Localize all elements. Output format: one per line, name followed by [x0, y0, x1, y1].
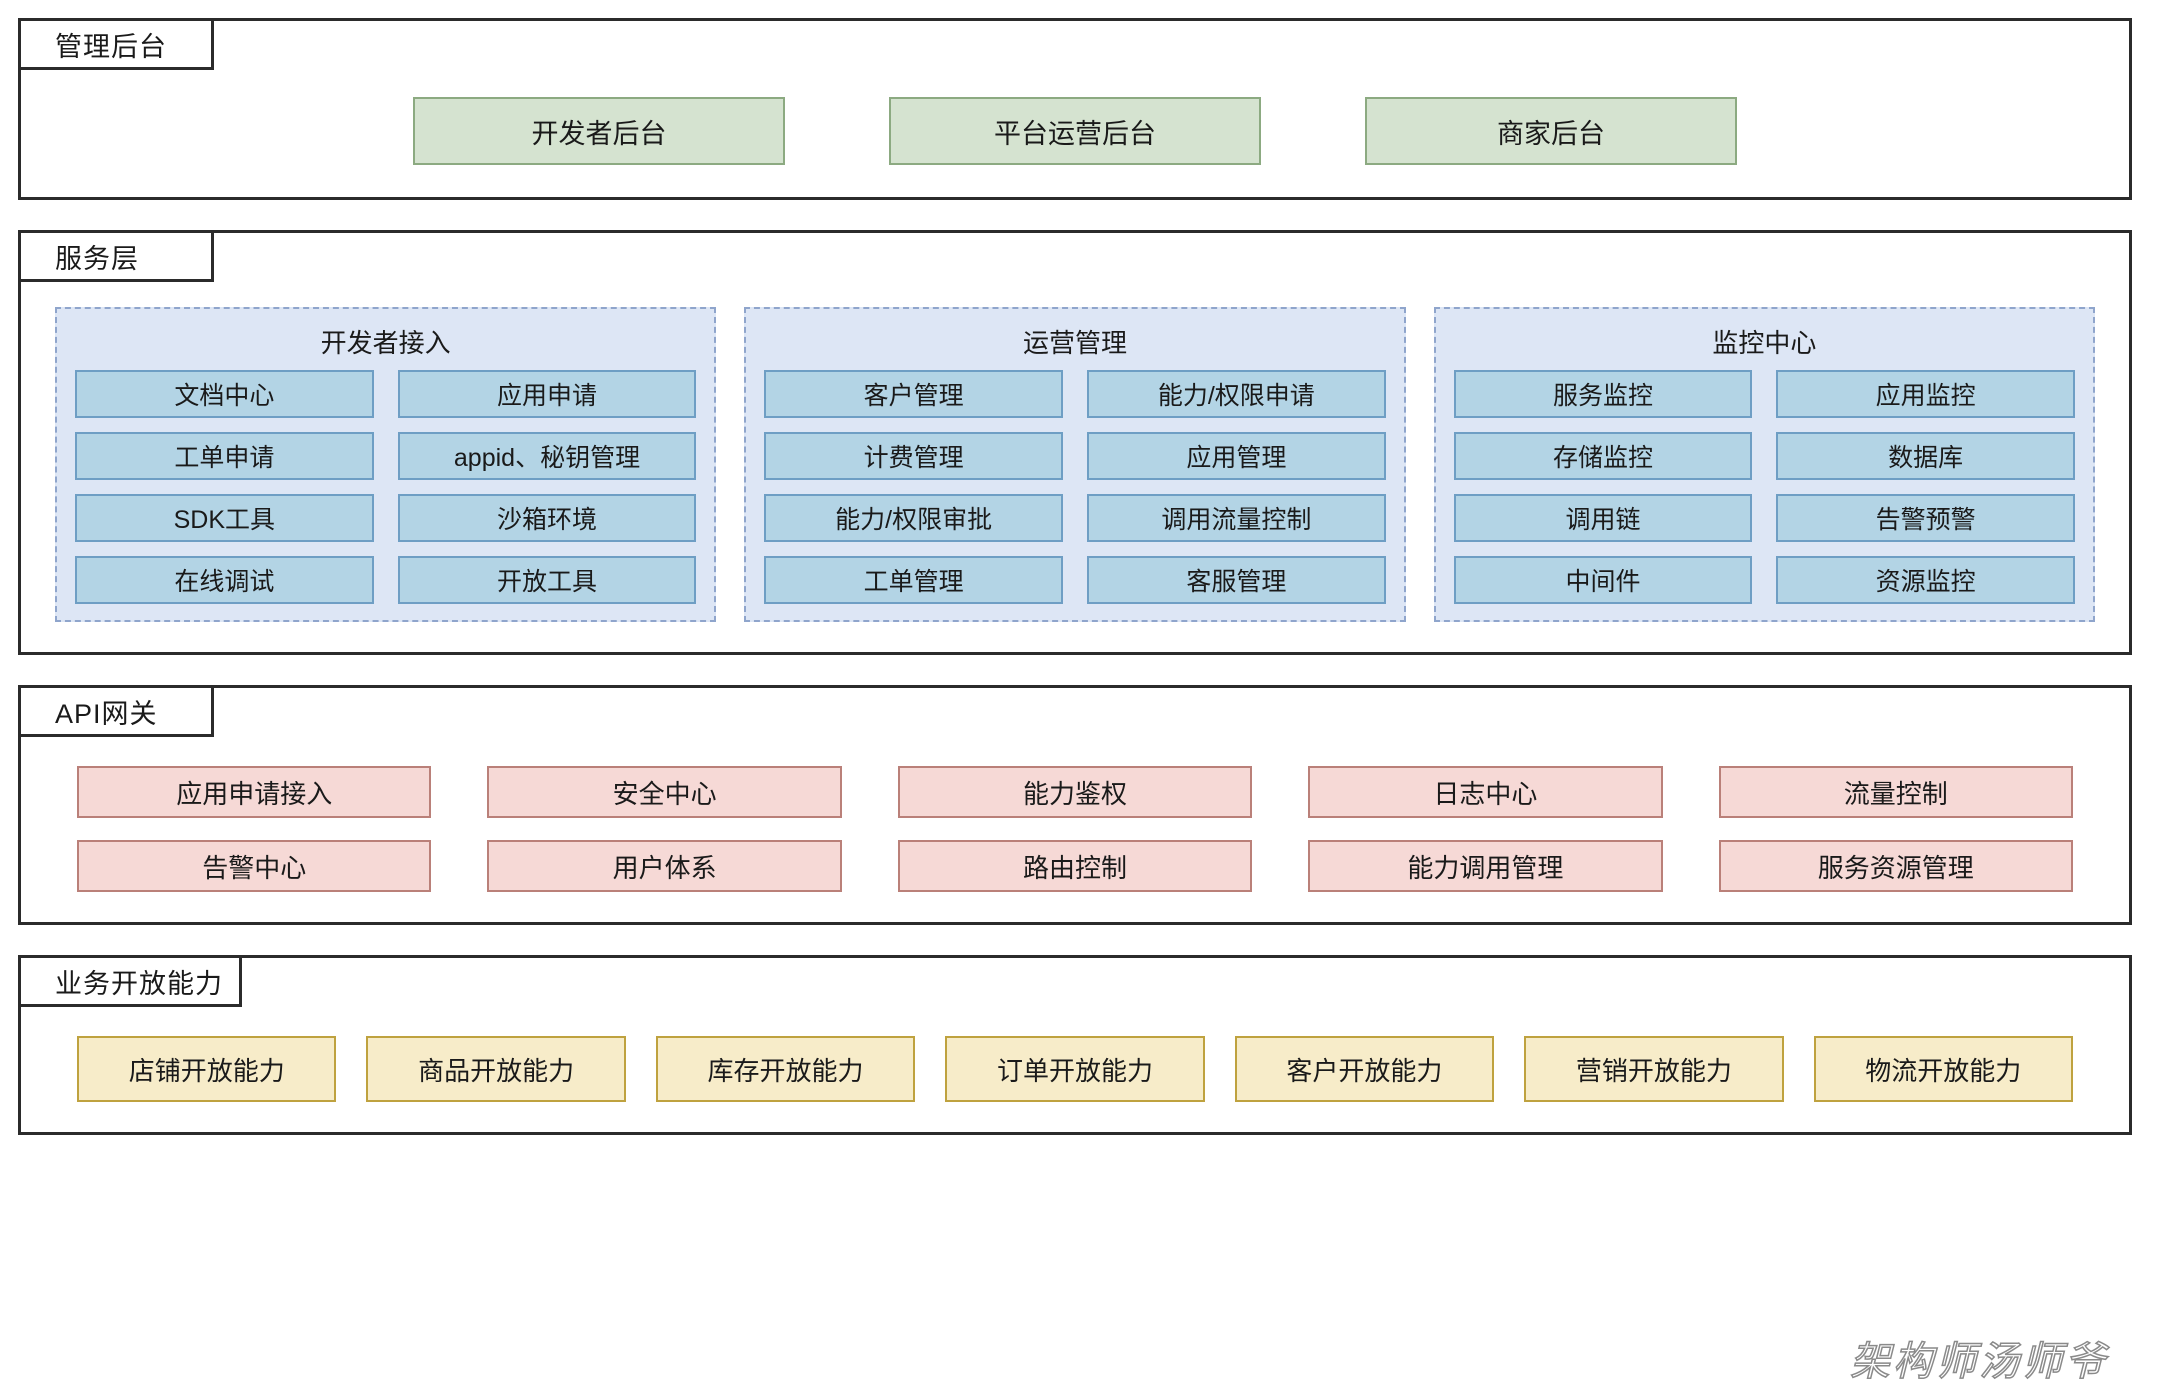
box-shop-open-capability[interactable]: 店铺开放能力	[77, 1036, 337, 1102]
box-merchant-backend[interactable]: 商家后台	[1365, 97, 1737, 165]
box-customer-service-management[interactable]: 客服管理	[1086, 556, 1386, 604]
layer-body-api-gateway: 应用申请接入 安全中心 能力鉴权 日志中心 流量控制 告警中心 用户体系 路由控…	[21, 688, 2129, 922]
management-backend-row: 开发者后台 平台运营后台 商家后台	[21, 73, 2129, 197]
box-application-monitoring[interactable]: 应用监控	[1776, 370, 2075, 418]
layer-title-management-backend: 管理后台	[18, 18, 214, 70]
group-grid-operation-management: 客户管理 能力/权限申请 计费管理 应用管理 能力/权限审批 调用流量控制 工单…	[764, 370, 1386, 604]
group-title-developer-access: 开发者接入	[320, 328, 451, 358]
box-sandbox-environment[interactable]: 沙箱环境	[397, 494, 697, 542]
layer-body-management-backend: 开发者后台 平台运营后台 商家后台	[21, 21, 2129, 197]
box-alarm-warning[interactable]: 告警预警	[1776, 494, 2075, 542]
group-grid-developer-access: 文档中心 应用申请 工单申请 appid、秘钥管理 SDK工具 沙箱环境 在线调…	[75, 370, 697, 604]
layer-api-gateway: API网关 应用申请接入 安全中心 能力鉴权 日志中心 流量控制 告警中心 用户…	[18, 685, 2132, 925]
box-capability-permission-application[interactable]: 能力/权限申请	[1086, 370, 1386, 418]
box-marketing-open-capability[interactable]: 营销开放能力	[1524, 1036, 1784, 1102]
watermark-text: 架构师汤师爷	[1849, 1338, 2108, 1385]
box-ticket-application[interactable]: 工单申请	[75, 432, 374, 480]
box-service-resource-management[interactable]: 服务资源管理	[1718, 840, 2073, 892]
box-resource-monitoring[interactable]: 资源监控	[1776, 556, 2075, 604]
box-appid-key-management[interactable]: appid、秘钥管理	[397, 432, 697, 480]
box-call-traffic-control[interactable]: 调用流量控制	[1086, 494, 1386, 542]
box-traffic-control[interactable]: 流量控制	[1718, 766, 2073, 818]
box-capability-permission-approval[interactable]: 能力/权限审批	[764, 494, 1063, 542]
layer-management-backend: 管理后台 开发者后台 平台运营后台 商家后台	[18, 18, 2132, 200]
layer-title-business-open-capability: 业务开放能力	[18, 955, 242, 1007]
box-customer-management[interactable]: 客户管理	[764, 370, 1063, 418]
box-user-system[interactable]: 用户体系	[487, 840, 842, 892]
box-call-chain[interactable]: 调用链	[1453, 494, 1753, 542]
api-gateway-grid: 应用申请接入 安全中心 能力鉴权 日志中心 流量控制 告警中心 用户体系 路由控…	[21, 740, 2129, 922]
box-billing-management[interactable]: 计费管理	[764, 432, 1063, 480]
group-grid-monitoring-center: 服务监控 应用监控 存储监控 数据库 调用链 告警预警 中间件 资源监控	[1453, 370, 2075, 604]
box-app-application[interactable]: 应用申请	[397, 370, 697, 418]
box-doc-center[interactable]: 文档中心	[75, 370, 374, 418]
layer-body-business-open-capability: 店铺开放能力 商品开放能力 库存开放能力 订单开放能力 客户开放能力 营销开放能…	[21, 958, 2129, 1132]
box-database[interactable]: 数据库	[1776, 432, 2075, 480]
box-online-debug[interactable]: 在线调试	[75, 556, 374, 604]
layer-title-api-gateway: API网关	[18, 685, 214, 737]
box-app-application-access[interactable]: 应用申请接入	[77, 766, 432, 818]
box-developer-backend[interactable]: 开发者后台	[413, 97, 785, 165]
box-customer-open-capability[interactable]: 客户开放能力	[1234, 1036, 1495, 1102]
box-sdk-tools[interactable]: SDK工具	[75, 494, 374, 542]
box-logistics-open-capability[interactable]: 物流开放能力	[1813, 1036, 2073, 1102]
box-service-monitoring[interactable]: 服务监控	[1453, 370, 1753, 418]
box-platform-operation-backend[interactable]: 平台运营后台	[889, 97, 1261, 165]
box-application-management[interactable]: 应用管理	[1086, 432, 1386, 480]
group-operation-management: 运营管理 客户管理 能力/权限申请 计费管理 应用管理 能力/权限审批 调用流量…	[744, 307, 1406, 622]
layer-service: 服务层 开发者接入 文档中心 应用申请 工单申请 appid、秘钥管理 SDK工…	[18, 230, 2132, 655]
group-title-monitoring-center: 监控中心	[1712, 328, 1817, 358]
box-inventory-open-capability[interactable]: 库存开放能力	[655, 1036, 916, 1102]
box-route-control[interactable]: 路由控制	[897, 840, 1253, 892]
service-groups-row: 开发者接入 文档中心 应用申请 工单申请 appid、秘钥管理 SDK工具 沙箱…	[21, 285, 2129, 652]
group-monitoring-center: 监控中心 服务监控 应用监控 存储监控 数据库 调用链 告警预警 中间件 资源监…	[1433, 307, 2095, 622]
box-order-open-capability[interactable]: 订单开放能力	[945, 1036, 1205, 1102]
business-capability-row: 店铺开放能力 商品开放能力 库存开放能力 订单开放能力 客户开放能力 营销开放能…	[21, 1010, 2129, 1132]
box-ticket-management[interactable]: 工单管理	[764, 556, 1063, 604]
box-capability-call-management[interactable]: 能力调用管理	[1308, 840, 1663, 892]
box-product-open-capability[interactable]: 商品开放能力	[366, 1036, 626, 1102]
group-developer-access: 开发者接入 文档中心 应用申请 工单申请 appid、秘钥管理 SDK工具 沙箱…	[55, 307, 717, 622]
box-middleware[interactable]: 中间件	[1453, 556, 1753, 604]
box-open-tools[interactable]: 开放工具	[397, 556, 697, 604]
box-storage-monitoring[interactable]: 存储监控	[1453, 432, 1753, 480]
layer-title-service: 服务层	[18, 230, 214, 282]
layer-business-open-capability: 业务开放能力 店铺开放能力 商品开放能力 库存开放能力 订单开放能力 客户开放能…	[18, 955, 2132, 1135]
box-log-center[interactable]: 日志中心	[1308, 766, 1663, 818]
group-title-operation-management: 运营管理	[1022, 328, 1127, 358]
box-security-center[interactable]: 安全中心	[487, 766, 842, 818]
box-capability-authentication[interactable]: 能力鉴权	[897, 766, 1253, 818]
layer-body-service: 开发者接入 文档中心 应用申请 工单申请 appid、秘钥管理 SDK工具 沙箱…	[21, 233, 2129, 652]
box-alarm-center[interactable]: 告警中心	[77, 840, 432, 892]
